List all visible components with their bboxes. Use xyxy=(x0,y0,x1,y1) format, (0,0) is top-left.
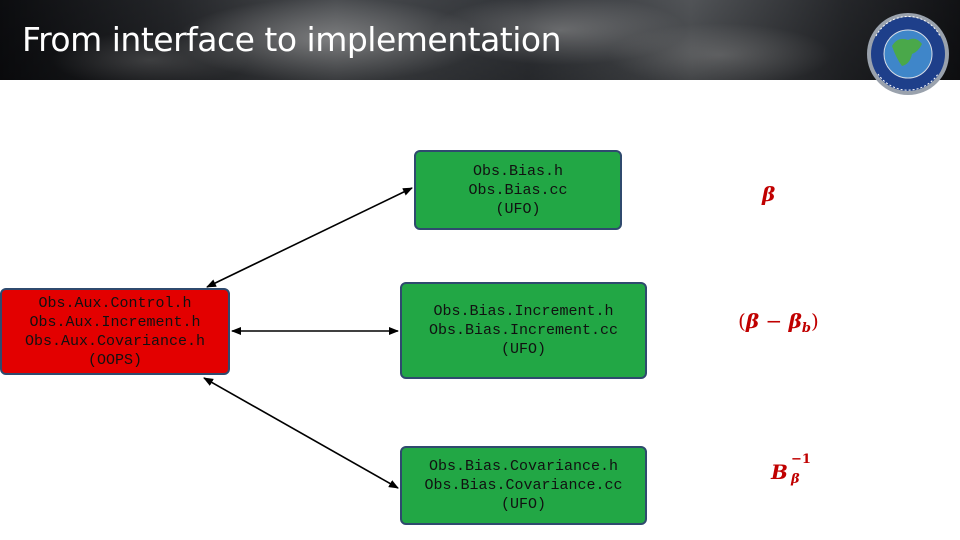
math-subscript: b xyxy=(801,321,811,336)
box-line: Obs.Bias.Increment.cc xyxy=(428,322,619,339)
arrow-oops-to-bias xyxy=(206,187,413,288)
math-inverse-covariance: B −1 β xyxy=(771,452,811,487)
math-paren-close: ) xyxy=(810,309,819,333)
box-line: Obs.Bias.h xyxy=(472,162,563,180)
box-line: Obs.Aux.Control.h xyxy=(38,294,192,312)
box-line: Obs.Aux.Increment.h xyxy=(29,313,201,331)
math-beta-difference: (β − βb) xyxy=(738,309,819,336)
obs-bias-increment-box: Obs.Bias.Increment.h Obs.Bias.Increment.… xyxy=(400,282,647,379)
box-line: (UFO) xyxy=(500,341,546,358)
math-symbol: B xyxy=(771,460,788,484)
box-line: Obs.Bias.Covariance.cc xyxy=(424,477,623,494)
jcsda-logo xyxy=(867,13,949,95)
math-subscript: β xyxy=(791,472,800,487)
obs-bias-covariance-box: Obs.Bias.Covariance.h Obs.Bias.Covarianc… xyxy=(400,446,647,525)
box-line: Obs.Aux.Covariance.h xyxy=(24,332,206,350)
page-title: From interface to implementation xyxy=(22,20,562,59)
math-paren-open: ( xyxy=(738,309,746,333)
arrow-oops-to-covariance xyxy=(203,377,399,489)
math-symbol: β xyxy=(745,309,760,333)
box-line: (UFO) xyxy=(500,496,546,513)
math-superscript: −1 xyxy=(791,452,811,467)
box-line: Obs.Bias.Covariance.h xyxy=(428,458,619,475)
math-symbol: β xyxy=(762,182,776,206)
box-line: (OOPS) xyxy=(87,351,142,369)
box-line: Obs.Bias.cc xyxy=(468,181,568,199)
box-line: Obs.Bias.Increment.h xyxy=(433,303,614,320)
header-banner: From interface to implementation xyxy=(0,0,960,95)
obs-bias-box: Obs.Bias.h Obs.Bias.cc (UFO) xyxy=(414,150,622,230)
math-beta: β xyxy=(762,182,775,206)
math-symbol: β xyxy=(788,309,802,333)
oops-aux-box: Obs.Aux.Control.h Obs.Aux.Increment.h Ob… xyxy=(0,288,230,375)
box-line: (UFO) xyxy=(495,200,541,218)
math-minus: − xyxy=(759,309,789,333)
